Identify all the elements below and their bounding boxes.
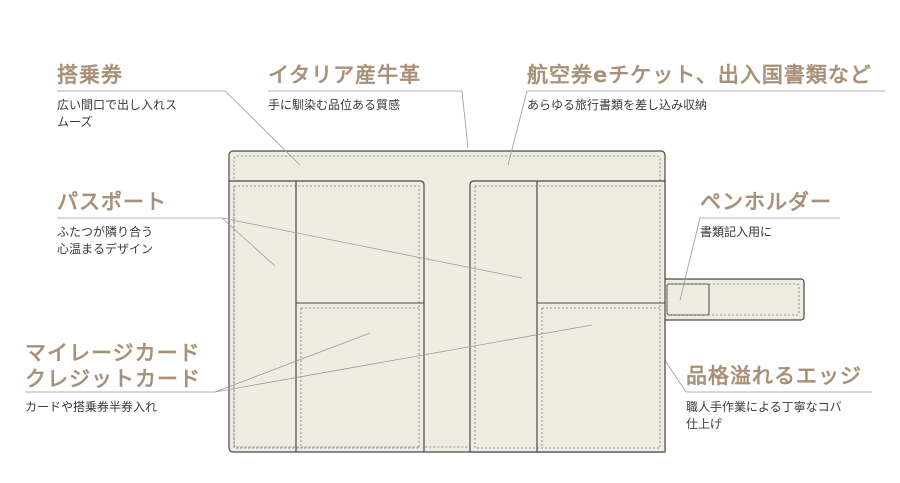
right-card-stitching <box>541 307 660 448</box>
leader-pen <box>679 217 701 301</box>
right-pocket-panel <box>469 180 666 453</box>
passport-title: パスポート <box>57 190 167 214</box>
edges-title: 品格溢れるエッジ <box>686 364 862 388</box>
leader-cards-right <box>214 324 593 393</box>
tickets-desc: あらゆる旅行書類を差し込み収納 <box>527 98 708 112</box>
passport-desc: ふたつが隣り合う 心温まるデザイン <box>57 225 154 256</box>
leather-desc: 手に馴染む品位ある質感 <box>268 98 401 112</box>
pen-holder-title: ペンホルダー <box>700 190 832 214</box>
outer-stitching <box>233 155 661 448</box>
leader-passport-left <box>221 217 276 267</box>
leader-passport-right <box>221 217 523 279</box>
boarding-pass-desc: 広い間口で出し入れス ムーズ <box>57 98 178 129</box>
leader-edges <box>665 361 687 393</box>
leather-title: イタリア産牛革 <box>268 63 422 87</box>
leader-lines <box>25 90 885 393</box>
pen-holder-loop <box>666 283 710 316</box>
leader-tickets <box>507 90 528 166</box>
leader-cards-left <box>214 332 371 393</box>
right-panel-stitching <box>474 185 661 449</box>
leader-leather <box>461 90 469 149</box>
cards-desc: カードや搭乗券半券入れ <box>25 400 158 414</box>
tickets-title: 航空券eチケット、出入国書類など <box>527 63 872 87</box>
pen-holder-desc: 書類記入用に <box>700 225 773 239</box>
leader-boarding-pass <box>224 90 301 166</box>
edges-desc: 職人手作業による丁寧なコバ 仕上げ <box>686 400 842 431</box>
pen-holder-stitching <box>666 283 800 316</box>
cards-title: マイレージカード クレジットカード <box>25 341 201 391</box>
left-panel-stitching <box>233 185 420 449</box>
boarding-pass-title: 搭乗券 <box>57 63 123 87</box>
left-card-stitching <box>300 307 419 448</box>
